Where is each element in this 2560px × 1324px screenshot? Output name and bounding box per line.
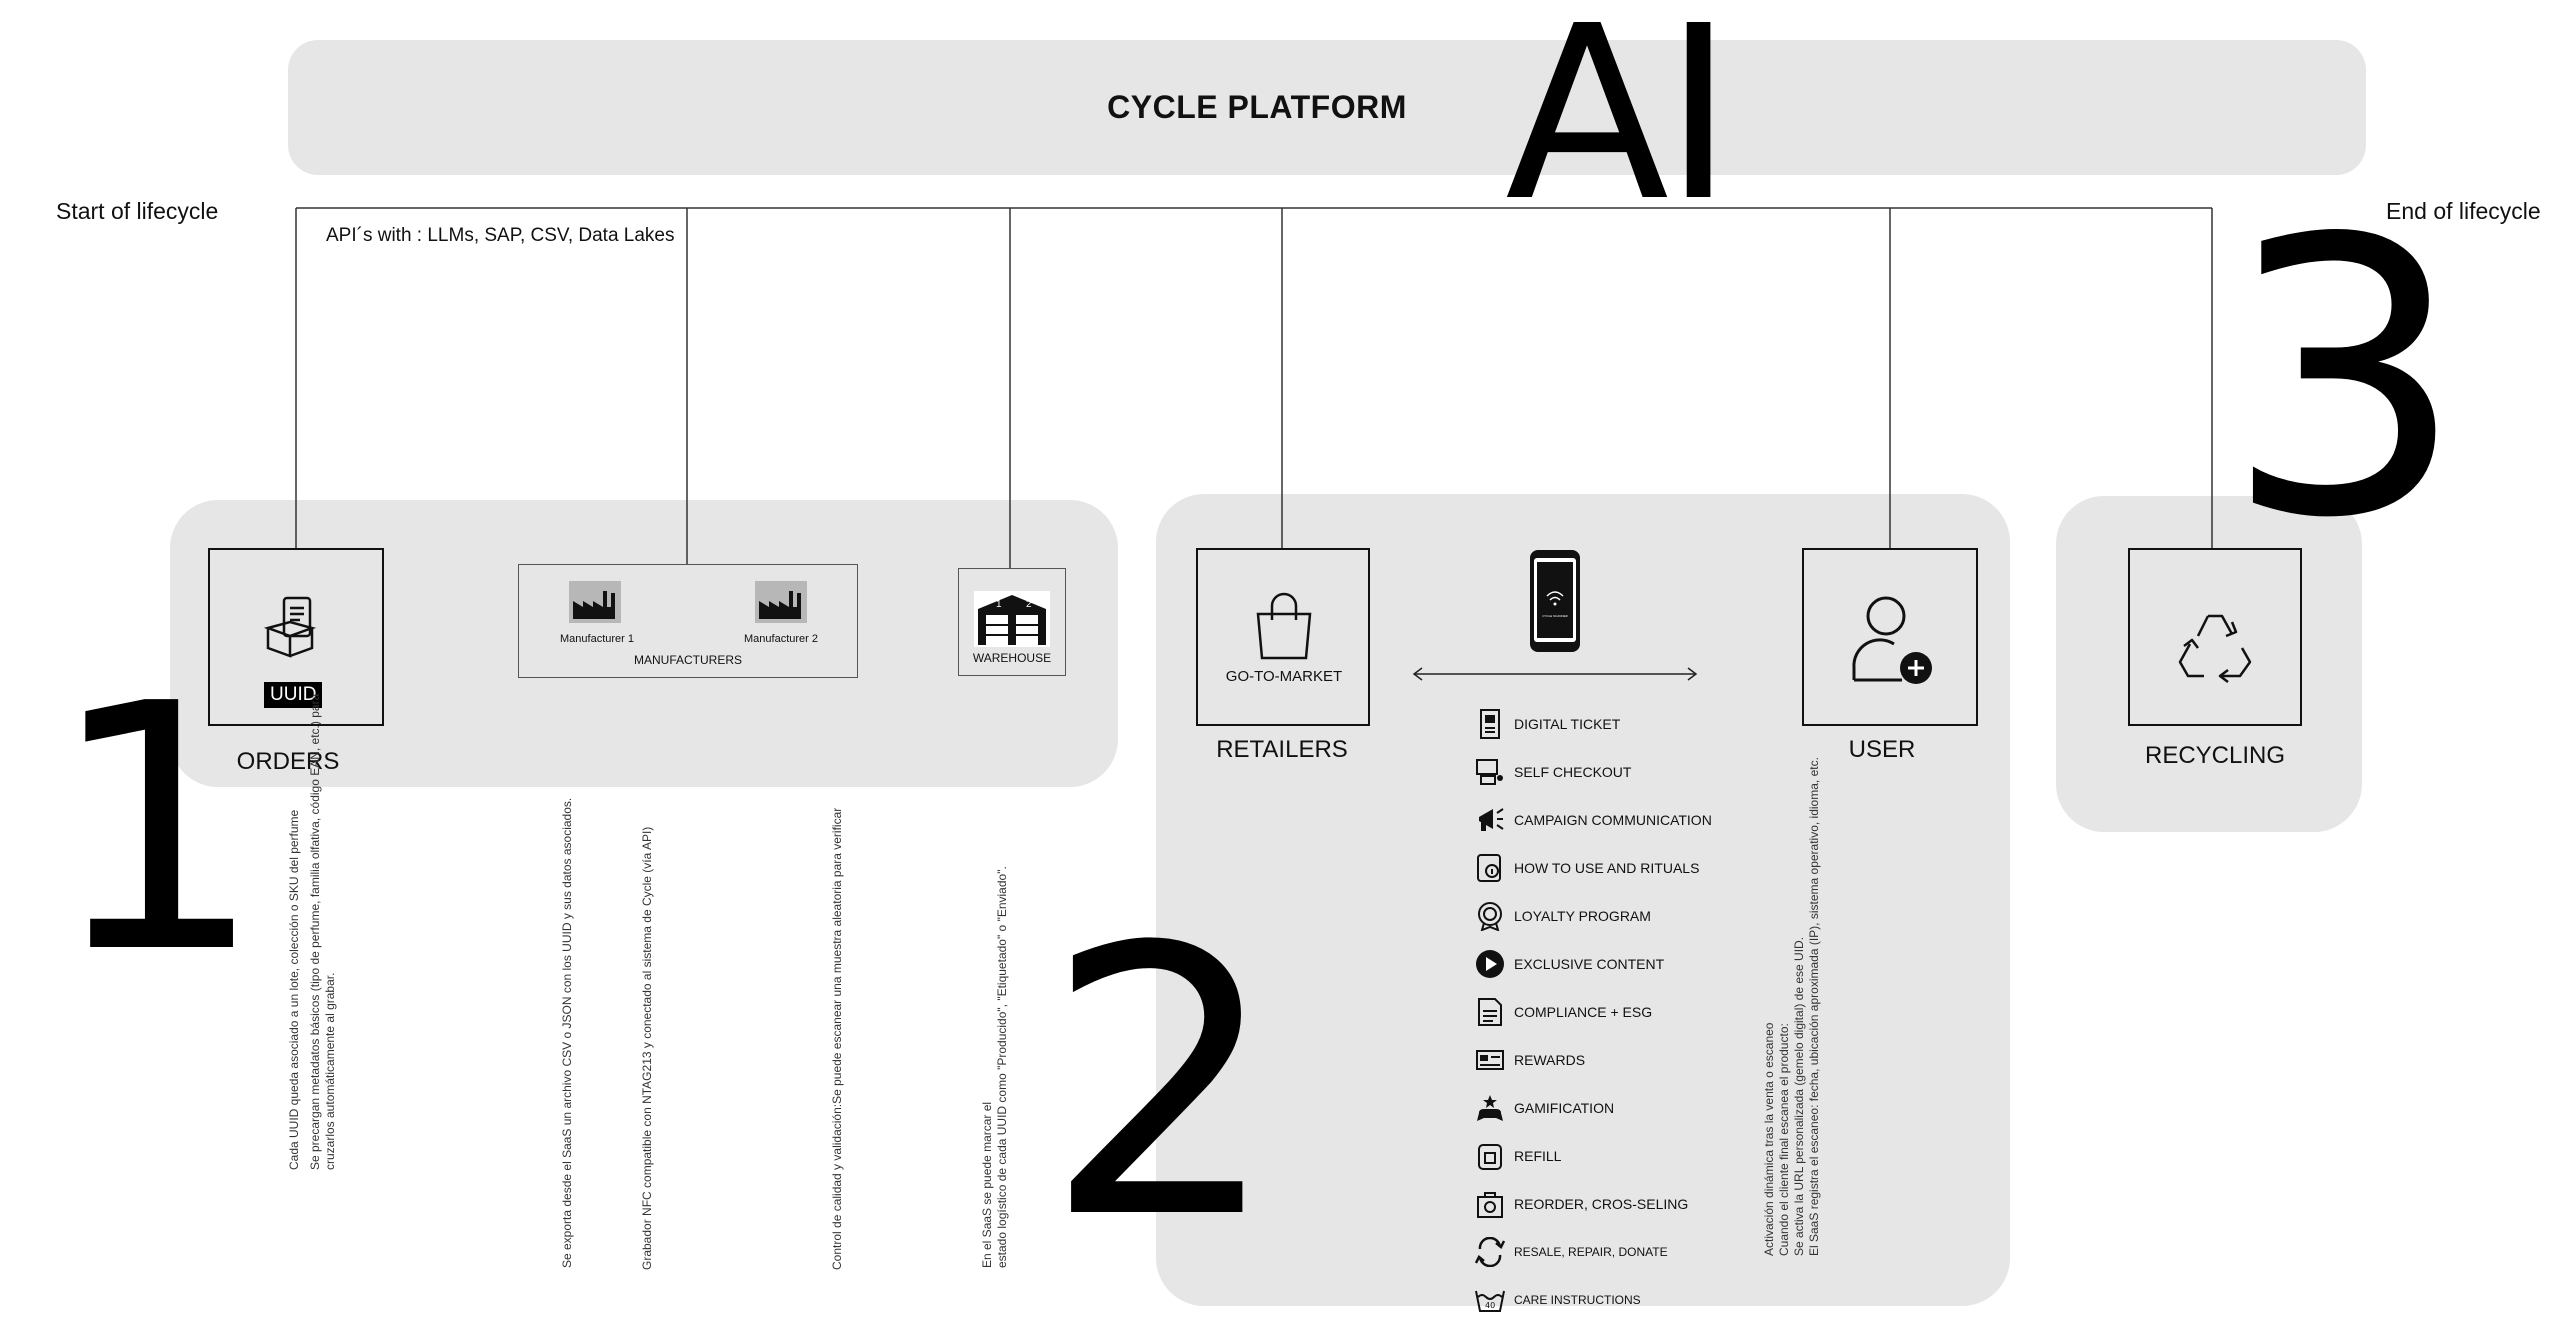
ticket-icon	[1474, 708, 1506, 740]
quality-note: Control de calidad y validación:Se puede…	[830, 807, 844, 1270]
feature-label: LOYALTY PROGRAM	[1514, 908, 1651, 924]
feature-label: EXCLUSIVE CONTENT	[1514, 956, 1665, 972]
feature-item: CAMPAIGN COMMUNICATION	[1474, 796, 1834, 844]
award-icon	[1474, 900, 1506, 932]
orders-box: UUID	[208, 548, 384, 726]
warehouse-door-2: 2	[1026, 599, 1032, 610]
feature-item: EXCLUSIVE CONTENT	[1474, 940, 1834, 988]
orders-note-line-2: Se precargan metadatos básicos (tipo de …	[308, 693, 322, 1170]
recycling-label: RECYCLING	[2144, 742, 2286, 769]
feature-label: REWARDS	[1514, 1052, 1586, 1068]
document-icon	[1474, 996, 1506, 1028]
gamepad-icon	[1474, 1092, 1506, 1124]
feature-item: GAMIFICATION	[1474, 1084, 1834, 1132]
nfc-note: Grabador NFC compatible con NTAG213 y co…	[640, 826, 654, 1270]
user-note-line-4: El SaaS registra el escaneo: fecha, ubic…	[1807, 757, 1821, 1256]
platform-title: CYCLE PLATFORM	[1107, 89, 1407, 125]
megaphone-icon	[1474, 804, 1506, 836]
feature-item: COMPLIANCE + ESG	[1474, 988, 1834, 1036]
user-box	[1802, 548, 1978, 726]
user-label: USER	[1848, 736, 1916, 763]
feature-label: CARE INSTRUCTIONS	[1514, 1293, 1641, 1307]
rewards-icon	[1474, 1044, 1506, 1076]
platform-bar	[288, 40, 2366, 175]
feature-item: REFILL	[1474, 1132, 1834, 1180]
manufacturer-1-label: Manufacturer 1	[560, 633, 634, 645]
manufacturer-2-label: Manufacturer 2	[744, 633, 818, 645]
factory-icon	[569, 581, 621, 623]
user-note-line-3: Se activa la URL personalizada (gemelo d…	[1792, 936, 1806, 1256]
manufacturers-box: Manufacturer 1 Manufacturer 2 MANUFACTUR…	[518, 564, 858, 678]
api-note: API´s with : LLMs, SAP, CSV, Data Lakes	[326, 225, 675, 246]
feature-item: RESALE, REPAIR, DONATE	[1474, 1228, 1834, 1276]
orders-note-line-3: cruzarlos automáticamente al grabar.	[323, 972, 337, 1170]
refill-icon	[1474, 1140, 1506, 1172]
user-note-line-1: Activación dinámica tras la venta o esca…	[1762, 1022, 1776, 1256]
feature-item: 40 CARE INSTRUCTIONS	[1474, 1276, 1834, 1324]
end-of-lifecycle: End of lifecycle	[2386, 198, 2541, 224]
bag-refresh-icon	[1474, 1188, 1506, 1220]
feature-label: GAMIFICATION	[1514, 1100, 1615, 1116]
feature-label: DIGITAL TICKET	[1514, 716, 1621, 732]
shopping-bag-icon	[1256, 592, 1312, 660]
user-note-line-2: Cuando el cliente final escanea el produ…	[1777, 1023, 1791, 1256]
bidirectional-arrow-icon	[1412, 667, 1698, 681]
saas-status-note-line-1: En el SaaS se puede marcar el	[980, 1101, 994, 1268]
feature-label: COMPLIANCE + ESG	[1514, 1004, 1653, 1020]
feature-label: RESALE, REPAIR, DONATE	[1514, 1245, 1668, 1259]
feature-item: HOW TO USE AND RITUALS	[1474, 844, 1834, 892]
recycle-icon	[2178, 614, 2252, 683]
orders-note: Cada UUID queda asociado a un lote, cole…	[287, 694, 338, 1170]
go-to-market-label: GO-TO-MARKET	[1225, 668, 1343, 685]
start-of-lifecycle: Start of lifecycle	[56, 198, 219, 224]
checkout-icon	[1474, 756, 1506, 788]
feature-item: DIGITAL TICKET	[1474, 700, 1834, 748]
feature-label: SELF CHECKOUT	[1514, 764, 1632, 780]
feature-item: LOYALTY PROGRAM	[1474, 892, 1834, 940]
feature-label: CAMPAIGN COMMUNICATION	[1514, 812, 1712, 828]
svg-text:40: 40	[1485, 1301, 1495, 1310]
feature-label: REORDER, CROS-SELING	[1514, 1196, 1689, 1212]
feature-label: REFILL	[1514, 1148, 1562, 1164]
saas-status-note: En el SaaS se puede marcar el estado log…	[980, 866, 1010, 1268]
ai-label: AI	[1505, 0, 1734, 254]
retailers-box: GO-TO-MARKET	[1196, 548, 1370, 726]
add-user-icon	[1852, 596, 1932, 684]
package-clipboard-icon	[263, 596, 317, 658]
uuid-badge: UUID	[264, 682, 323, 708]
saas-status-note-line-2: estado logístico de cada UUID como "Prod…	[995, 866, 1009, 1268]
orders-note-line-1: Cada UUID queda asociado a un lote, cole…	[287, 809, 301, 1170]
factory-icon	[755, 581, 807, 623]
export-note: Se exporta desde el SaaS un archivo CSV …	[560, 797, 574, 1268]
feature-item: SELF CHECKOUT	[1474, 748, 1834, 796]
recycle-arrows-icon	[1474, 1236, 1506, 1268]
warehouse-box: 1 2 WAREHOUSE	[958, 568, 1066, 676]
manufacturers-label: MANUFACTURERS	[633, 653, 742, 667]
stage-number-2: 2	[1044, 870, 1280, 1300]
warehouse-label: WAREHOUSE	[972, 651, 1052, 665]
wash-icon: 40	[1474, 1284, 1506, 1316]
retailers-label: RETAILERS	[1216, 736, 1348, 763]
orders-label: ORDERS	[236, 748, 340, 775]
stage-number-3: 3	[2224, 158, 2466, 601]
warehouse-icon	[974, 591, 1050, 647]
feature-item: REORDER, CROS-SELING	[1474, 1180, 1834, 1228]
phone-screen-text: CYCLE SCANNER	[1542, 614, 1568, 618]
play-icon	[1474, 948, 1506, 980]
feature-label: HOW TO USE AND RITUALS	[1514, 860, 1700, 876]
feature-list: DIGITAL TICKET SELF CHECKOUT CAMPAIGN CO…	[1474, 700, 1834, 1324]
warehouse-door-1: 1	[996, 599, 1002, 610]
info-icon	[1474, 852, 1506, 884]
feature-item: REWARDS	[1474, 1036, 1834, 1084]
user-activation-note: Activación dinámica tras la venta o esca…	[1762, 757, 1822, 1256]
smartphone-icon	[1530, 550, 1580, 652]
recycling-box	[2128, 548, 2302, 726]
